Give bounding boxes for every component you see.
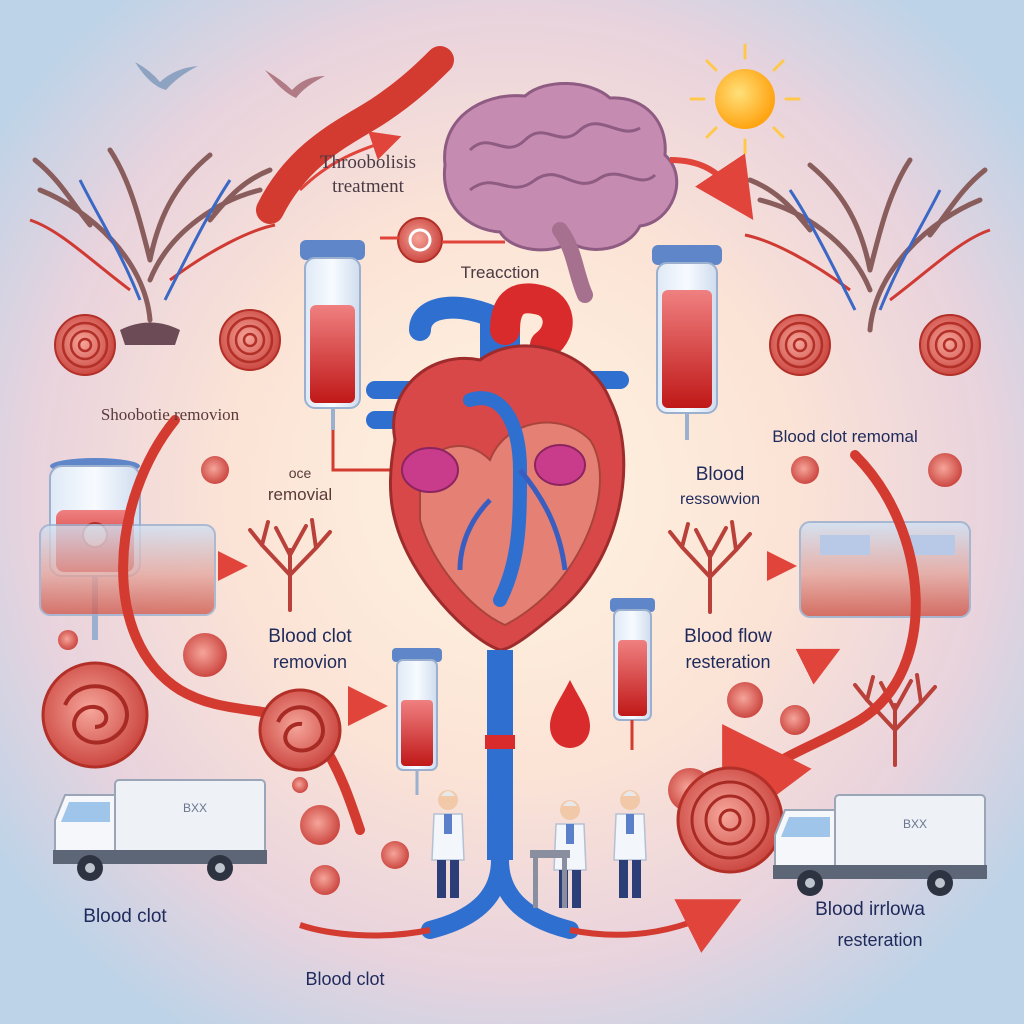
tree-icon xyxy=(29,147,276,345)
iv-bag-icon xyxy=(300,240,400,472)
clot-icon xyxy=(258,688,342,772)
blood-drop-icon xyxy=(550,680,590,748)
syringe-icon xyxy=(610,598,655,750)
syringe-icon xyxy=(392,648,442,795)
label-blood-ressowvion: Blood ressowvion xyxy=(680,464,760,508)
label-blood-clot-bottom-center: Blood clot xyxy=(305,969,384,989)
label-removial: oce removial xyxy=(268,465,332,504)
clot-icon xyxy=(791,456,819,484)
clot-icon xyxy=(397,217,443,263)
label-line: resteration xyxy=(837,930,922,950)
label-thrombolysis-treatment: Throobolisis treatment xyxy=(320,152,416,197)
label-line: Blood clot xyxy=(268,626,352,647)
clot-icon xyxy=(918,313,982,377)
iv-bag-icon xyxy=(652,245,722,440)
bird-icon xyxy=(265,70,325,98)
label-line: removial xyxy=(268,485,332,504)
label-line: ressowvion xyxy=(680,491,760,508)
label-blood-bottom-right: Blood irrlowa resteration xyxy=(815,899,925,950)
label-line: treatment xyxy=(332,176,404,197)
clot-icon xyxy=(58,630,78,650)
clot-icon xyxy=(292,777,308,793)
heart-icon xyxy=(299,283,720,935)
label-blood-clot-removion: Blood clot removion xyxy=(268,626,352,672)
clot-icon xyxy=(41,661,149,769)
brain-icon xyxy=(442,82,679,303)
clot-icon xyxy=(780,705,810,735)
label-line: Blood xyxy=(696,464,745,485)
label-shoobotie-removion: Shoobotie removion xyxy=(101,405,240,424)
arrow-icon xyxy=(795,648,841,685)
clot-icon xyxy=(183,633,227,677)
clot-icon xyxy=(928,453,962,487)
tree-icon xyxy=(744,157,991,333)
truck-sign: BXX xyxy=(183,801,207,815)
label-line: Blood flow xyxy=(684,626,772,647)
arrow-icon xyxy=(118,415,365,835)
label-line: Throobolisis xyxy=(320,152,416,173)
clot-icon xyxy=(381,841,409,869)
label-line: resteration xyxy=(685,652,770,672)
lab-table-icon xyxy=(530,850,570,908)
bird-icon xyxy=(135,62,198,90)
label-treaction: Treacction xyxy=(461,263,540,282)
sun-icon xyxy=(689,43,801,155)
arrow-icon xyxy=(722,450,921,836)
label-blood-flow-resteration: Blood flow resteration xyxy=(684,626,772,672)
label-line: removion xyxy=(273,652,347,672)
tank-icon xyxy=(39,458,216,640)
clot-icon xyxy=(201,456,229,484)
label-blood-clot-removal-right: Blood clot remomal xyxy=(772,427,918,446)
clot-icon xyxy=(310,865,340,895)
label-line: Blood irrlowa xyxy=(815,899,925,920)
arrow-icon xyxy=(298,131,402,192)
label-line: oce xyxy=(289,465,312,481)
clot-icon xyxy=(218,308,282,372)
label-blood-clot-bottom-left: Blood clot xyxy=(83,906,167,927)
arrow-icon xyxy=(669,153,754,220)
clot-icon xyxy=(727,682,763,718)
clot-icon xyxy=(768,313,832,377)
clot-icon xyxy=(53,313,117,377)
clot-icon xyxy=(300,805,340,845)
vessel-arc-top xyxy=(256,46,454,224)
clot-icon xyxy=(676,766,784,874)
truck-sign: BXX xyxy=(903,817,927,831)
tank-icon xyxy=(799,521,971,618)
